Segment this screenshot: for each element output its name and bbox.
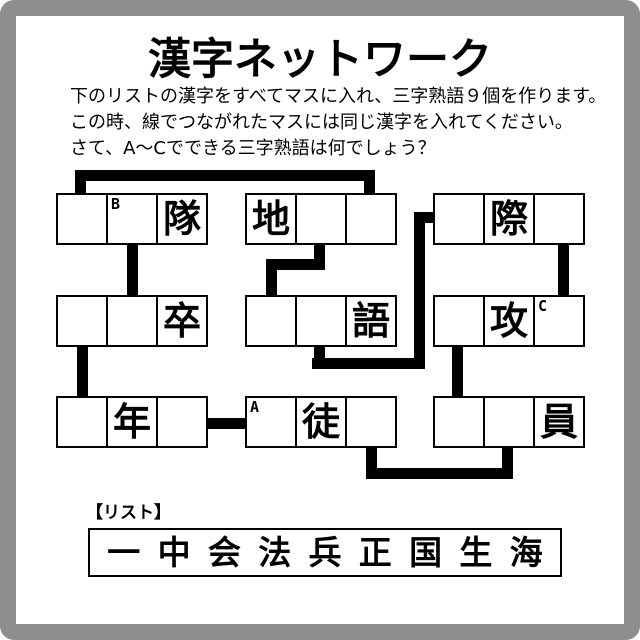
grid-cell-top-middle-2 — [297, 195, 347, 243]
grid-cell-bottom-left-1 — [58, 398, 108, 446]
connector-segment — [312, 358, 425, 369]
list-kanji: 兵 — [308, 533, 342, 572]
connector-segment — [414, 212, 425, 369]
cell-kanji: 卒 — [162, 299, 201, 343]
cell-corner-label: A — [250, 398, 260, 416]
connector-segment — [558, 242, 569, 298]
connector-segment — [75, 170, 375, 181]
connector-segment — [75, 170, 86, 196]
grid-cell-top-left-1 — [58, 195, 108, 243]
grid-cell-top-left-3: 隊 — [158, 195, 206, 243]
grid-cell-mid-left-3: 卒 — [158, 297, 206, 345]
cell-kanji: 語 — [351, 299, 390, 343]
grid-group-bottom-right: 員 — [433, 396, 585, 448]
puzzle-content: 漢字ネットワーク 下のリストの漢字をすべてマスに入れ、三字熟語９個を作ります。 … — [16, 16, 624, 624]
cell-kanji: 際 — [489, 197, 528, 241]
connector-segment — [266, 259, 325, 270]
kanji-list-box: 一中会法兵正国生海 — [88, 528, 562, 577]
connector-segment — [314, 242, 325, 270]
grid-group-top-middle: 地 — [245, 193, 397, 245]
grid-cell-mid-left-2 — [108, 297, 158, 345]
connector-segment — [314, 344, 325, 369]
grid-cell-mid-right-2: 攻 — [485, 297, 535, 345]
grid-group-bottom-left: 年 — [56, 396, 208, 448]
grid-cell-bottom-middle-2: 徒 — [297, 398, 347, 446]
list-label: 【リスト】 — [86, 503, 171, 523]
connector-segment — [452, 344, 463, 399]
list-kanji: 国 — [409, 533, 443, 572]
instruction-line-3: さて、A〜Cでできる三字熟語は何でしょう？ — [70, 138, 436, 159]
list-kanji: 会 — [207, 533, 241, 572]
cell-corner-label: C — [538, 297, 548, 315]
connector-segment — [366, 445, 377, 479]
cell-kanji: 隊 — [162, 197, 201, 241]
grid-cell-bottom-left-3 — [158, 398, 206, 446]
grid-cell-bottom-right-3: 員 — [535, 398, 583, 446]
grid-group-top-right: 際 — [433, 193, 585, 245]
list-kanji: 一 — [107, 533, 141, 572]
connector-segment — [364, 170, 375, 196]
connector-segment — [266, 259, 277, 298]
grid-cell-bottom-left-2: 年 — [108, 398, 158, 446]
grid-cell-bottom-middle-3 — [347, 398, 395, 446]
grid-group-mid-middle: 語 — [245, 295, 397, 347]
connector-segment — [206, 418, 248, 429]
connector-segment — [366, 468, 513, 479]
list-kanji: 生 — [459, 533, 493, 572]
grid-cell-top-right-1 — [435, 195, 485, 243]
instructions: 下のリストの漢字をすべてマスに入れ、三字熟語９個を作ります。 この時、線でつなが… — [70, 84, 606, 162]
connector-segment — [127, 242, 138, 298]
cell-corner-label: B — [111, 195, 121, 213]
grid-cell-mid-right-1 — [435, 297, 485, 345]
grid-cell-mid-middle-3: 語 — [347, 297, 395, 345]
grid-cell-mid-left-1 — [58, 297, 108, 345]
connector-segment — [414, 212, 436, 223]
grid-cell-top-middle-1: 地 — [247, 195, 297, 243]
connector-segment — [77, 344, 88, 399]
cell-kanji: 攻 — [489, 299, 528, 343]
list-kanji: 正 — [358, 533, 392, 572]
grid-cell-mid-right-3: C — [535, 297, 583, 345]
connector-segment — [502, 445, 513, 479]
cell-kanji: 徒 — [301, 400, 340, 444]
grid-cell-bottom-middle-1: A — [247, 398, 297, 446]
grid-group-mid-left: 卒 — [56, 295, 208, 347]
grid-cell-mid-middle-2 — [297, 297, 347, 345]
page-title: 漢字ネットワーク — [148, 35, 492, 85]
cell-kanji: 年 — [112, 400, 151, 444]
grid-cell-top-right-2: 際 — [485, 195, 535, 243]
list-kanji: 法 — [258, 533, 292, 572]
cell-kanji: 地 — [251, 197, 290, 241]
instruction-line-2: この時、線でつながれたマスには同じ漢字を入れてください。 — [70, 112, 573, 133]
grid-cell-bottom-right-1 — [435, 398, 485, 446]
grid-cell-top-right-3 — [535, 195, 583, 243]
grid-cell-mid-middle-1 — [247, 297, 297, 345]
list-kanji: 中 — [157, 533, 191, 572]
cell-kanji: 員 — [539, 400, 578, 444]
grid-cell-top-middle-3 — [347, 195, 395, 243]
grid-cell-top-left-2: B — [108, 195, 158, 243]
grid-cell-bottom-right-2 — [485, 398, 535, 446]
instruction-line-1: 下のリストの漢字をすべてマスに入れ、三字熟語９個を作ります。 — [70, 86, 607, 107]
list-kanji: 海 — [509, 533, 543, 572]
